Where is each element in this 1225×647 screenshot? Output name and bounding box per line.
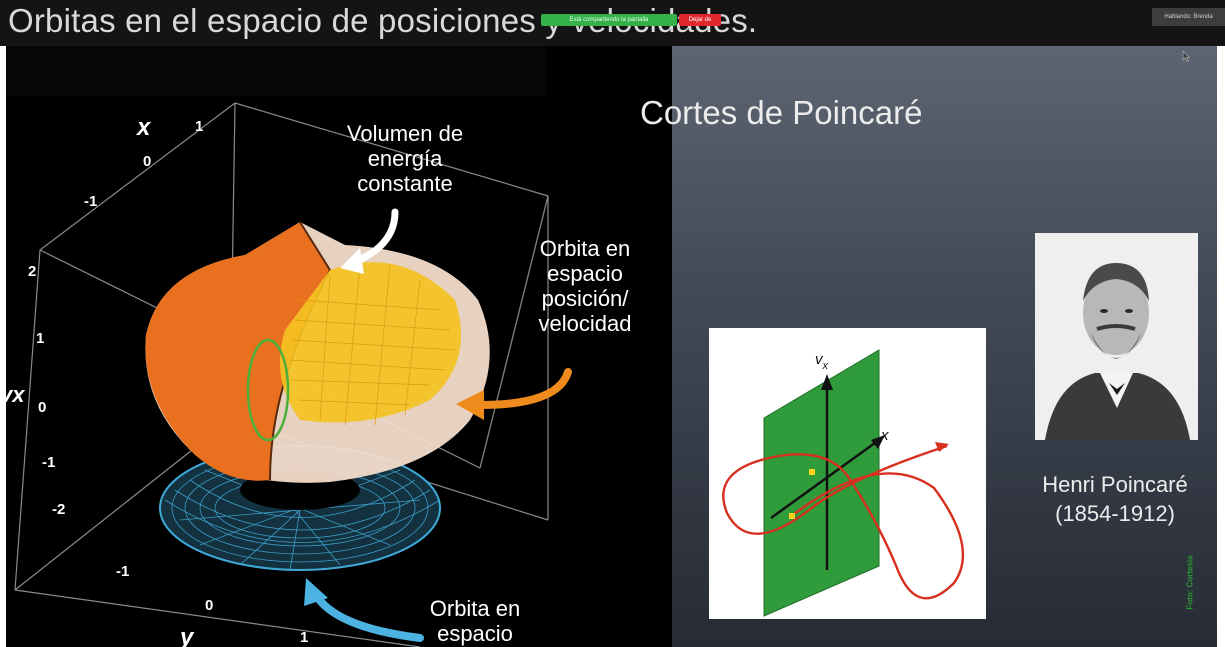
axis-vx-label: vx — [0, 382, 25, 407]
vx-tick: -2 — [52, 501, 65, 518]
x-tick: 1 — [195, 118, 203, 135]
arrow-orbit-space — [304, 578, 424, 642]
mouse-cursor-icon — [1182, 50, 1190, 62]
intersection-point — [809, 469, 815, 475]
axis-y-label: y — [179, 624, 195, 647]
arrow-volume — [340, 208, 399, 274]
orbit-curve — [722, 444, 965, 600]
speaker-badge: Hablando: Brenda — [1152, 8, 1225, 26]
label-orbit-space: Orbita en espacio — [429, 596, 521, 646]
y-tick: 1 — [300, 629, 308, 646]
yellow-orbit-pv — [246, 262, 462, 442]
y-tick: -1 — [116, 563, 129, 580]
x-tick: 0 — [143, 153, 151, 170]
vx-tick: 1 — [36, 330, 44, 347]
photo-credit: Foto: Cortesía — [1186, 520, 1225, 647]
vx-axis-label: vx — [815, 351, 829, 372]
x-tick: -1 — [84, 193, 97, 210]
torus-orbit-space — [159, 445, 441, 571]
orbit-3d-figure: x y vx 1 0 -1 2 1 0 -1 -2 -1 0 1 — [0, 102, 572, 647]
top-band-shadow — [6, 46, 546, 96]
label-orbit-position-velocity: Orbita en espacio posición/ velocidad — [538, 236, 632, 336]
intersection-point — [789, 513, 795, 519]
portrait-years: (1854-1912) — [1055, 501, 1175, 526]
portrait-caption: Henri Poincaré (1854-1912) — [1030, 470, 1200, 528]
vx-tick: -1 — [42, 454, 55, 471]
arrow-orbit-pv — [456, 368, 572, 420]
screen-share-bar[interactable]: Está compartiendo la pantalla Dejar de — [541, 14, 721, 26]
x-axis — [770, 438, 880, 520]
y-tick: 0 — [205, 597, 213, 614]
poincare-section-diagram: vx x — [709, 328, 986, 619]
x-axis-label: x — [880, 427, 889, 444]
section-title: Cortes de Poincaré — [640, 94, 923, 131]
henri-poincare-portrait — [1035, 233, 1198, 440]
axis-x-label: x — [135, 114, 152, 141]
vx-tick: 0 — [38, 399, 46, 416]
label-energy-volume: Volumen de energía constante — [346, 121, 464, 196]
vx-tick: 2 — [28, 263, 36, 280]
sharing-indicator[interactable]: Está compartiendo la pantalla — [541, 14, 677, 26]
portrait-name: Henri Poincaré — [1042, 472, 1188, 497]
stop-sharing-button[interactable]: Dejar de — [679, 14, 721, 26]
